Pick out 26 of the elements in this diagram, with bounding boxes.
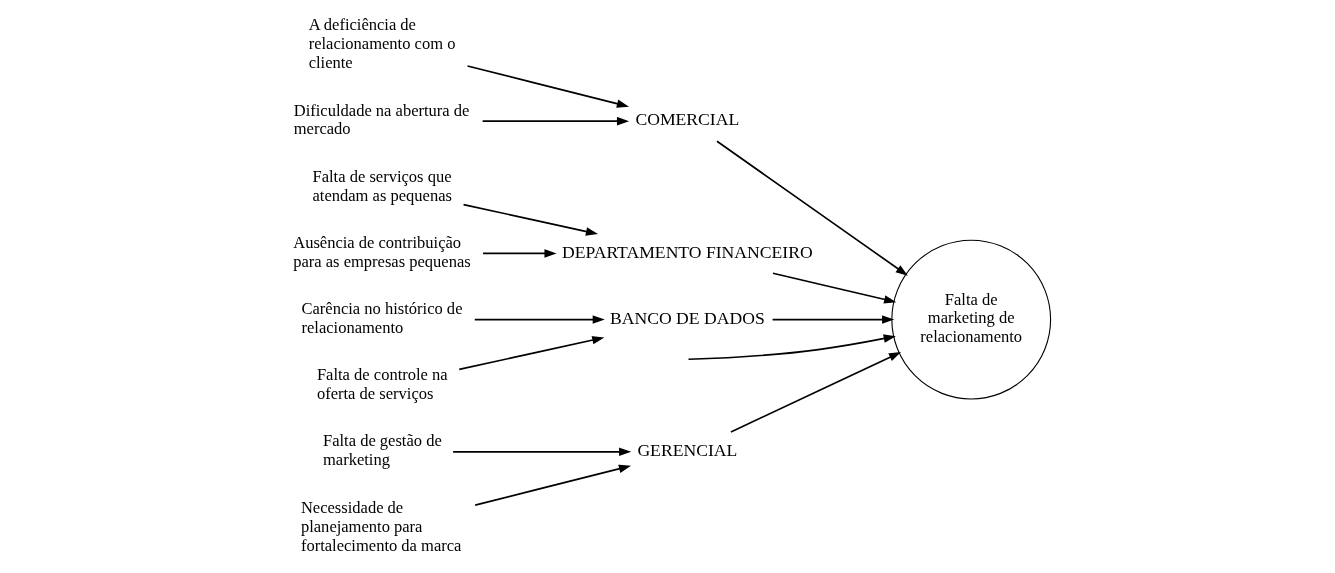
arrow (716, 140, 908, 276)
node-text: Falta de serviços que atendam as pequenas (312, 166, 452, 205)
node-text: BANCO DE DADOS (609, 307, 765, 328)
arrow (772, 272, 897, 304)
arrow (730, 352, 902, 433)
arrow (466, 65, 629, 108)
arrow (687, 334, 896, 361)
node-text: Falta de gestão de marketing (322, 431, 442, 470)
node-text: Necessidade de planejamento para fortalecimento da marca (300, 498, 462, 555)
node-text: A deficiência de relacionamento com o cliente (308, 15, 456, 72)
node-text: Carência no histórico de relacionamento (301, 299, 463, 337)
arrow (482, 249, 557, 258)
arrow (481, 116, 630, 126)
arrow (473, 315, 605, 324)
node-text: DEPARTAMENTO FINANCEIRO (562, 241, 813, 262)
arrow (458, 336, 605, 371)
arrow (771, 315, 895, 324)
node-text: COMERCIAL (635, 109, 740, 130)
node-text: Falta de controle na oferta de serviços (316, 365, 448, 403)
node-text: Ausência de contribuição para as empresas pequenas (293, 232, 471, 271)
node-text: GERENCIAL (637, 440, 738, 461)
arrow (452, 447, 632, 457)
arrow (462, 203, 599, 236)
node-text: Dificuldade na abertura de mercado (293, 100, 470, 139)
node-circle: Falta de marketing de relacionamento (891, 239, 1052, 400)
arrow (474, 464, 632, 506)
